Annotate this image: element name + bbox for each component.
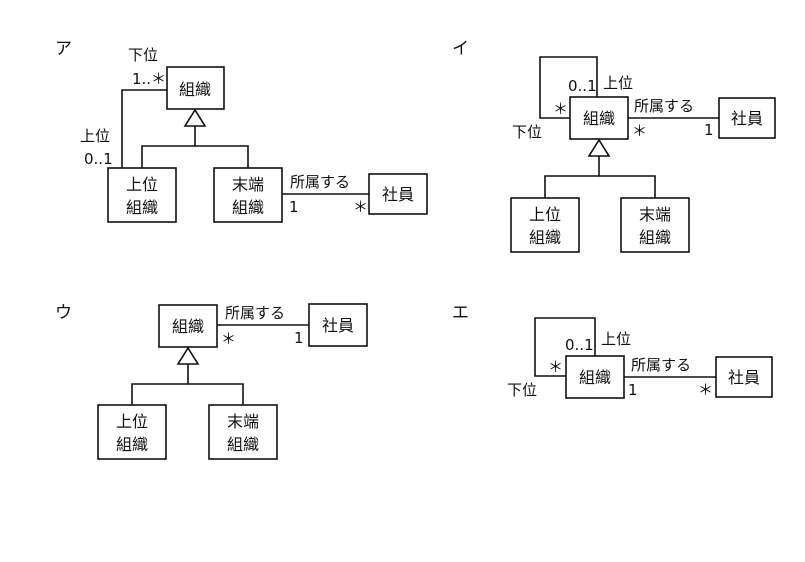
employee-label-u: 社員	[322, 316, 354, 335]
option-label-i: イ	[452, 39, 469, 59]
upper-org-label-line2-i: 組織	[529, 228, 561, 247]
diagram-a: ア 下位 1..＊ 上位 0..1 組織 上位 組織 末端 組織 所属する 1 …	[55, 39, 428, 223]
org-class-label-u: 組織	[172, 317, 204, 336]
mult-lower-e: ＊	[548, 358, 563, 376]
upper-org-class-u	[97, 404, 167, 460]
org-class-label-i: 組織	[583, 109, 615, 128]
mult-upper-i: 0..1	[568, 77, 597, 95]
upper-org-label-line2-u: 組織	[116, 435, 148, 454]
upper-org-class-a	[107, 167, 177, 223]
leaf-org-class-i	[620, 197, 690, 253]
self-association-line-i	[539, 56, 598, 119]
leaf-org-label-line1-a: 末端	[232, 175, 264, 194]
generalization-triangle-i	[587, 138, 611, 157]
generalization-triangle-a	[183, 108, 207, 127]
belong-mult-emp-e: ＊	[698, 381, 713, 399]
upper-org-label-line1-u: 上位	[116, 412, 148, 431]
belong-label-i: 所属する	[634, 97, 694, 115]
leaf-org-label-line1-i: 末端	[639, 205, 671, 224]
role-upper-e: 上位	[601, 330, 631, 348]
org-class-u	[158, 304, 218, 348]
upper-org-label-line1-i: 上位	[529, 205, 561, 224]
org-class-e	[565, 355, 625, 399]
belong-label-u: 所属する	[225, 304, 285, 322]
employee-label-a: 社員	[382, 185, 414, 204]
employee-label-e: 社員	[728, 368, 760, 387]
generalization-line-upper-u	[131, 364, 189, 405]
belong-mult-org-u: ＊	[221, 330, 236, 348]
leaf-org-label-line2-u: 組織	[227, 435, 259, 454]
mult-upper-e: 0..1	[565, 336, 594, 354]
generalization-line-upper-i	[544, 156, 600, 198]
option-label-a: ア	[55, 39, 72, 59]
role-upper-i: 上位	[603, 74, 633, 92]
belong-mult-emp-i: 1	[704, 121, 714, 139]
role-lower-e: 下位	[507, 381, 537, 399]
leaf-org-label-line1-u: 末端	[227, 412, 259, 431]
org-class-a	[166, 66, 225, 110]
belong-mult-emp-a: ＊	[353, 198, 368, 216]
org-class-label-e: 組織	[579, 368, 611, 387]
generalization-line-leaf-a	[195, 145, 249, 168]
diagram-i: イ 0..1 上位 ＊ 下位 組織 所属する ＊ 1 社員 上位 組織 末端 組…	[452, 39, 776, 253]
generalization-line-leaf-i	[599, 175, 656, 198]
employee-class-e	[715, 356, 773, 398]
employee-label-i: 社員	[731, 109, 763, 128]
org-class-label-a: 組織	[179, 80, 211, 99]
diagram-u: ウ 組織 所属する ＊ 1 社員 上位 組織 末端 組織	[55, 303, 368, 460]
belong-mult-org-a: 1	[289, 198, 299, 216]
leaf-org-class-a	[213, 167, 283, 223]
role-lower-i: 下位	[512, 123, 542, 141]
belong-mult-org-e: 1	[628, 381, 638, 399]
role-upper-a: 上位	[80, 127, 110, 145]
option-label-e: エ	[452, 303, 469, 323]
employee-class-u	[308, 303, 368, 347]
leaf-org-class-u	[208, 404, 278, 460]
belong-label-e: 所属する	[631, 356, 691, 374]
upper-org-class-i	[510, 197, 580, 253]
mult-lower-a: 1..＊	[132, 70, 166, 88]
generalization-line-leaf-u	[188, 383, 244, 405]
upper-org-label-line2-a: 組織	[126, 198, 158, 217]
leaf-org-label-line2-a: 組織	[232, 198, 264, 217]
belong-mult-org-i: ＊	[632, 122, 647, 140]
role-lower-a: 下位	[128, 46, 158, 64]
diagram-e: エ 0..1 上位 ＊ 下位 組織 所属する 1 ＊ 社員	[452, 303, 773, 399]
employee-class-i	[718, 97, 776, 139]
mult-lower-i: ＊	[553, 100, 568, 118]
mult-upper-a: 0..1	[84, 150, 113, 168]
generalization-triangle-u	[176, 346, 200, 365]
option-label-u: ウ	[55, 303, 72, 323]
upper-org-label-line1-a: 上位	[126, 175, 158, 194]
belong-mult-emp-u: 1	[294, 329, 304, 347]
leaf-org-label-line2-i: 組織	[639, 228, 671, 247]
employee-class-a	[368, 173, 428, 215]
generalization-line-upper-a	[141, 126, 196, 168]
belong-label-a: 所属する	[290, 173, 350, 191]
self-association-line-e	[534, 317, 596, 377]
self-association-line-a	[121, 89, 167, 172]
